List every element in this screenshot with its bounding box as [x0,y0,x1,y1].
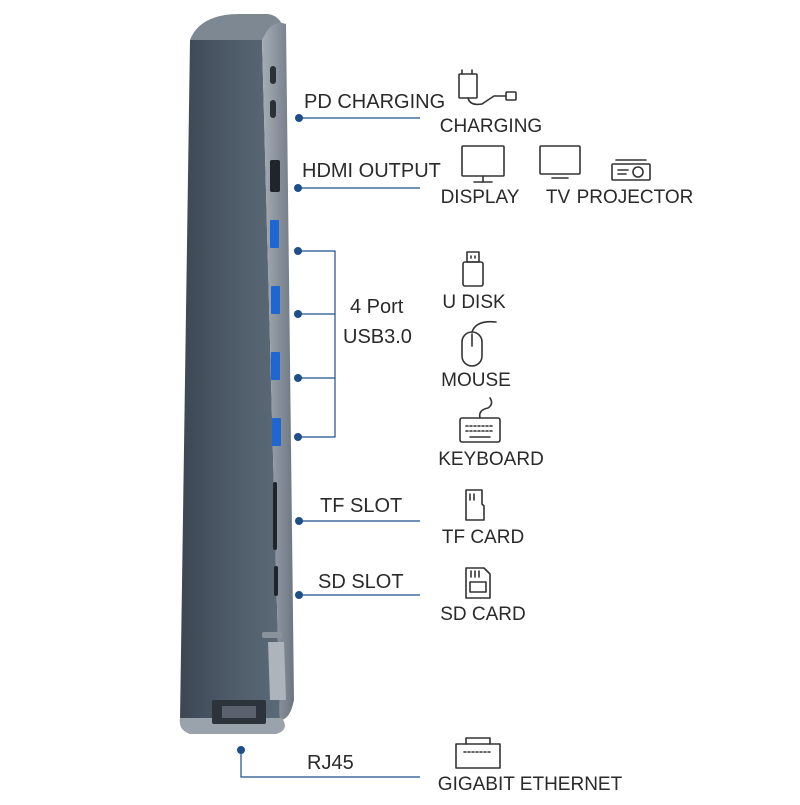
keyboard-icon [459,397,501,443]
hub-rj45-inner [222,706,256,718]
port-label-tf-slot: TF SLOT [320,495,403,517]
usb-a-port [271,286,280,314]
connector-line [240,750,420,778]
device-label-keyboard: KEYBOARD [438,449,544,470]
charger-icon [458,69,517,106]
device-label-gigabit-ethernet: GIGABIT ETHERNET [437,774,623,795]
port-label-usb-line1: 4 Port [350,296,404,318]
device-label-tv: TV [545,187,571,208]
port-label-hdmi-output: HDMI OUTPUT [302,160,441,182]
usb-a-port [272,418,281,446]
hub-ports [270,66,281,596]
tf-card-icon [465,489,485,521]
usb-drive-icon [462,251,484,287]
usb-bracket-line [298,250,336,438]
connector-lines [237,114,420,778]
device-label-charging: CHARGING [439,116,543,137]
usb-hub-device [179,14,294,734]
hub-bottom-plate-slot [262,632,282,638]
device-label-tf-card: TF CARD [441,527,525,548]
mouse-icon [461,320,497,367]
port-label-usb-line2: USB3.0 [343,326,412,348]
sd-card-icon [465,567,491,599]
hub-top-face [190,14,286,40]
hdmi-port [270,160,280,192]
hub-main-body [180,40,280,720]
tv-icon [539,145,581,179]
projector-icon [611,159,651,181]
hub-bottom-plate [268,642,286,700]
monitor-icon [461,145,505,183]
usb-a-port [270,220,279,248]
device-label-sd-card: SD CARD [440,604,526,625]
device-label-u-disk: U DISK [442,292,506,313]
ethernet-port-icon [455,737,501,769]
usb-c-port [270,100,276,118]
port-label-rj45: RJ45 [307,752,354,774]
device-label-display: DISPLAY [440,187,520,208]
usb-c-port [270,66,276,84]
port-label-sd-slot: SD SLOT [318,571,404,593]
usb-a-port [271,352,280,380]
port-label-pd-charging: PD CHARGING [304,91,446,113]
device-label-mouse: MOUSE [441,370,511,391]
sd-slot-opening [274,566,278,596]
tf-slot-opening [273,482,277,550]
device-icons [455,69,651,769]
device-label-projector: PROJECTOR [576,187,694,208]
